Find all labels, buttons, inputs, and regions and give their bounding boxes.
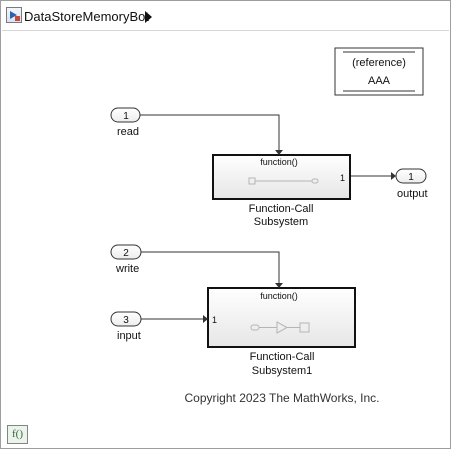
arrowhead-read [275, 150, 283, 155]
arrowhead-output [391, 172, 396, 180]
chevron-right-icon[interactable] [145, 11, 152, 23]
signal-line-write[interactable] [141, 251, 280, 283]
copyright-annotation: Copyright 2023 The MathWorks, Inc. [185, 391, 380, 405]
outport-output[interactable]: 1 output [395, 168, 428, 200]
fcs2-name-line1: Function-Call [250, 351, 315, 363]
simulink-model-icon [6, 7, 22, 23]
signal-line-read[interactable] [140, 114, 280, 150]
fcs1-mini-outport-icon [311, 178, 319, 184]
fcs1-name-line2: Subsystem [254, 216, 308, 228]
inport-read-number: 1 [123, 111, 129, 122]
function-call-subsystem[interactable]: function() 1 Function-Call Subsystem [212, 154, 351, 228]
fcs1-name-line1: Function-Call [249, 203, 314, 215]
inport-input-label: input [117, 330, 141, 342]
breadcrumb: DataStoreMemoryBot [2, 2, 449, 31]
arrowhead-input [203, 315, 208, 323]
reference-value: AAA [368, 75, 391, 87]
function-button[interactable]: f() [7, 425, 28, 444]
arrowhead-write [275, 283, 283, 288]
inport-input[interactable]: 3 input [110, 311, 142, 342]
inport-read[interactable]: 1 read [110, 107, 141, 138]
fcs2-mini-gain-icon [276, 321, 289, 334]
fcs2-mini-store-icon [299, 322, 310, 333]
inport-read-label: read [117, 126, 139, 138]
function-call-subsystem1[interactable]: function() 1 Function-Call Subsystem1 [207, 287, 356, 377]
outport-output-number: 1 [408, 172, 414, 183]
inport-write[interactable]: 2 write [110, 244, 142, 275]
fcs1-out-port-label: 1 [340, 173, 345, 183]
reference-block[interactable]: (reference) AAA [334, 47, 424, 96]
outport-output-label: output [397, 188, 428, 200]
fcs1-trigger-label: function() [260, 157, 298, 167]
inport-input-number: 3 [123, 315, 129, 326]
breadcrumb-model-name[interactable]: DataStoreMemoryBot [24, 9, 149, 24]
fcs2-name-line2: Subsystem1 [252, 365, 313, 377]
fcs2-trigger-label: function() [260, 291, 298, 301]
inport-write-label: write [115, 263, 139, 275]
reference-text: (reference) [352, 57, 406, 69]
fcs2-in-port-label: 1 [212, 315, 217, 325]
inport-write-number: 2 [123, 248, 129, 259]
